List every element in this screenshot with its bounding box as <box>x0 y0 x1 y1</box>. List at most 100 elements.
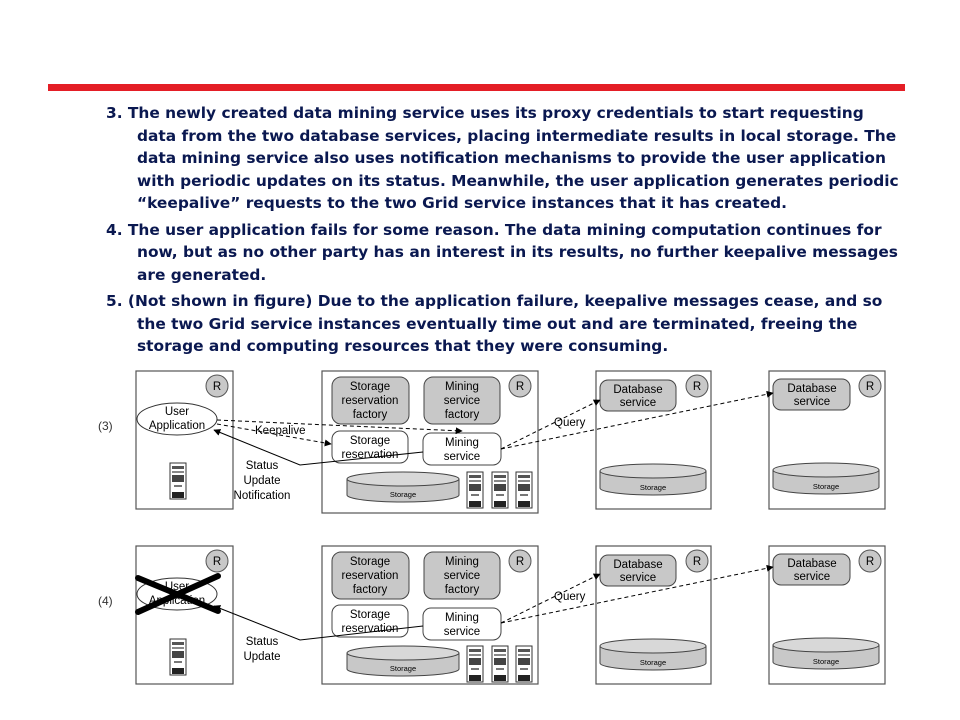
failure-x-icon <box>135 573 221 615</box>
registry-icon <box>858 549 882 573</box>
storage-reservation-factory <box>331 551 410 600</box>
srf-line2: reservation <box>342 570 399 582</box>
registry-label: R <box>866 556 874 568</box>
storage-label: Storage <box>640 483 666 492</box>
title-rule <box>48 84 905 91</box>
storage-cylinder <box>599 638 707 671</box>
db2-line1: Database <box>787 383 836 395</box>
msf-line1: Mining <box>445 381 479 393</box>
sr-line2: reservation <box>342 623 399 635</box>
ms-line2: service <box>444 451 480 463</box>
user-app-line2: Application <box>149 420 205 432</box>
ms-line1: Mining <box>445 437 479 449</box>
server-icon <box>491 471 509 509</box>
storage-cylinder <box>772 462 880 495</box>
server-icon <box>515 471 533 509</box>
sr-line1: Storage <box>350 435 390 447</box>
storage-label: Storage <box>813 657 839 666</box>
row-label: (4) <box>98 594 113 608</box>
db2-line2: service <box>794 571 830 583</box>
msf-line3: factory <box>445 409 480 421</box>
storage-reservation <box>331 604 409 638</box>
keepalive-label: Keepalive <box>255 425 306 437</box>
storage-cylinder <box>346 645 460 677</box>
storage-reservation <box>331 430 409 464</box>
server-icon <box>466 471 484 509</box>
registry-icon <box>205 549 229 573</box>
srf-line1: Storage <box>350 381 390 393</box>
server-icon <box>466 645 484 683</box>
mining-service-factory <box>423 376 501 425</box>
registry-icon <box>685 549 709 573</box>
query-label: Query <box>554 591 586 603</box>
ms-line1: Mining <box>445 612 479 624</box>
query-arrow-db2 <box>500 390 774 450</box>
db1-line1: Database <box>613 559 662 571</box>
msf-line2: service <box>444 395 480 407</box>
db1-line2: service <box>620 572 656 584</box>
srf-line1: Storage <box>350 556 390 568</box>
storage-label: Storage <box>390 664 416 673</box>
mining-service-factory <box>423 551 501 600</box>
registry-label: R <box>213 381 221 393</box>
storage-label: Storage <box>813 482 839 491</box>
row-label: (3) <box>98 419 113 433</box>
status-line2: Update <box>243 651 280 663</box>
sr-line1: Storage <box>350 609 390 621</box>
query-arrow-db2 <box>500 564 774 624</box>
storage-cylinder <box>599 463 707 496</box>
status-notification-arrow <box>213 429 424 466</box>
query-arrow-db1 <box>500 573 601 624</box>
srf-line3: factory <box>353 584 388 596</box>
database-service-1 <box>599 554 677 587</box>
registry-label: R <box>213 556 221 568</box>
registry-label: R <box>693 381 701 393</box>
status-line2: Update <box>243 475 280 487</box>
ms-line2: service <box>444 626 480 638</box>
server-icon <box>491 645 509 683</box>
registry-label: R <box>693 556 701 568</box>
sr-line2: reservation <box>342 449 399 461</box>
registry-icon <box>508 374 532 398</box>
server-icon <box>515 645 533 683</box>
paragraph-step-3: 3. The newly created data mining service… <box>106 104 899 212</box>
srf-line2: reservation <box>342 395 399 407</box>
status-line1: Status <box>246 460 279 472</box>
query-arrow-db1 <box>500 399 601 450</box>
query-label: Query <box>554 417 586 429</box>
db2-line1: Database <box>787 558 836 570</box>
registry-label: R <box>516 381 524 393</box>
paragraph-step-4: 4. The user application fails for some r… <box>106 220 898 284</box>
database-service-1 <box>599 379 677 412</box>
srf-line3: factory <box>353 409 388 421</box>
keepalive-arrow-to-storage <box>216 423 332 447</box>
registry-icon <box>685 374 709 398</box>
status-line1: Status <box>246 636 279 648</box>
registry-icon <box>205 374 229 398</box>
diagram-row-3: (3) R User Application R Storage reserva… <box>98 370 886 514</box>
registry-label: R <box>516 556 524 568</box>
registry-icon <box>508 549 532 573</box>
storage-cylinder <box>772 637 880 670</box>
storage-label: Storage <box>390 490 416 499</box>
paragraph-step-5: 5. (Not shown in figure) Due to the appl… <box>106 292 883 355</box>
storage-label: Storage <box>640 658 666 667</box>
mining-service <box>422 607 502 641</box>
status-line3: Notification <box>234 490 291 502</box>
db1-line2: service <box>620 397 656 409</box>
storage-reservation-factory <box>331 376 410 425</box>
body-text: 3. The newly created data mining service… <box>106 102 906 362</box>
msf-line3: factory <box>445 584 480 596</box>
msf-line1: Mining <box>445 556 479 568</box>
user-application-node <box>136 402 218 436</box>
keepalive-arrow-to-mining <box>216 419 463 435</box>
status-update-arrow <box>213 605 424 641</box>
diagram-row-4: (4) R User Application R Storage reserva… <box>98 545 886 685</box>
registry-label: R <box>866 381 874 393</box>
user-app-line1: User <box>165 406 189 418</box>
db2-line2: service <box>794 396 830 408</box>
server-icon <box>169 638 187 676</box>
server-icon <box>169 462 187 500</box>
msf-line2: service <box>444 570 480 582</box>
